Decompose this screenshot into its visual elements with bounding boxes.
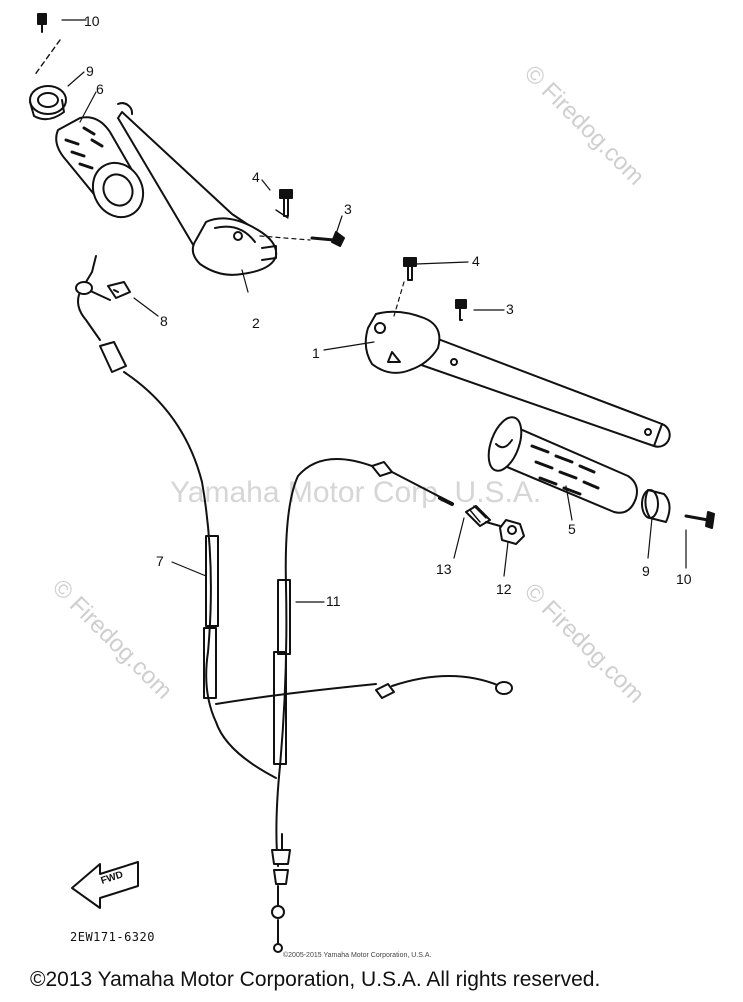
- callout-3-upper: 3: [344, 201, 352, 217]
- left-handlebar: [117, 102, 278, 276]
- right-bolt-4: [393, 257, 417, 317]
- right-grip: [487, 416, 638, 514]
- callout-13: 13: [436, 561, 452, 577]
- callout-9-right: 9: [642, 563, 650, 579]
- fwd-arrow: [71, 861, 139, 909]
- callout-4-right: 4: [472, 253, 480, 269]
- callout-11: 11: [326, 593, 341, 609]
- throttle-cable: [75, 255, 277, 779]
- right-end-screw: [684, 511, 715, 569]
- upper-bolt-3: [259, 231, 345, 247]
- callout-7: 7: [156, 553, 164, 569]
- callout-10-right: 10: [676, 571, 692, 587]
- callout-4-upper: 4: [252, 169, 260, 185]
- callout-3-right: 3: [506, 301, 514, 317]
- brake-cable: [271, 457, 454, 953]
- branch-cable: [215, 675, 513, 705]
- right-end-cap: [641, 489, 671, 523]
- callout-6: 6: [96, 81, 104, 97]
- locknut-12: [499, 519, 525, 545]
- callout-9-left: 9: [86, 63, 94, 79]
- upper-bolt-4: [275, 189, 293, 219]
- cable-clip-8: [107, 281, 159, 317]
- copyright-notice: ©2013 Yamaha Motor Corporation, U.S.A. A…: [30, 968, 601, 991]
- callout-12: 12: [496, 581, 512, 597]
- callout-10-left: 10: [84, 13, 100, 29]
- callout-2: 2: [252, 315, 260, 331]
- drawing-code: 2EW171-6320: [70, 930, 155, 944]
- fine-print: ©2005-2015 Yamaha Motor Corporation, U.S…: [283, 952, 432, 959]
- callout-8: 8: [160, 313, 168, 329]
- adjuster-13: [465, 505, 501, 527]
- left-end-cap: [29, 85, 67, 121]
- right-bolt-3: [455, 299, 467, 321]
- watermark-yamaha: Yamaha Motor Corp. U.S.A.: [170, 476, 542, 509]
- right-handlebar: [364, 310, 671, 448]
- callout-1: 1: [312, 345, 320, 361]
- callout-5: 5: [568, 521, 576, 537]
- left-end-screw: [33, 13, 61, 77]
- left-grip: [55, 116, 145, 219]
